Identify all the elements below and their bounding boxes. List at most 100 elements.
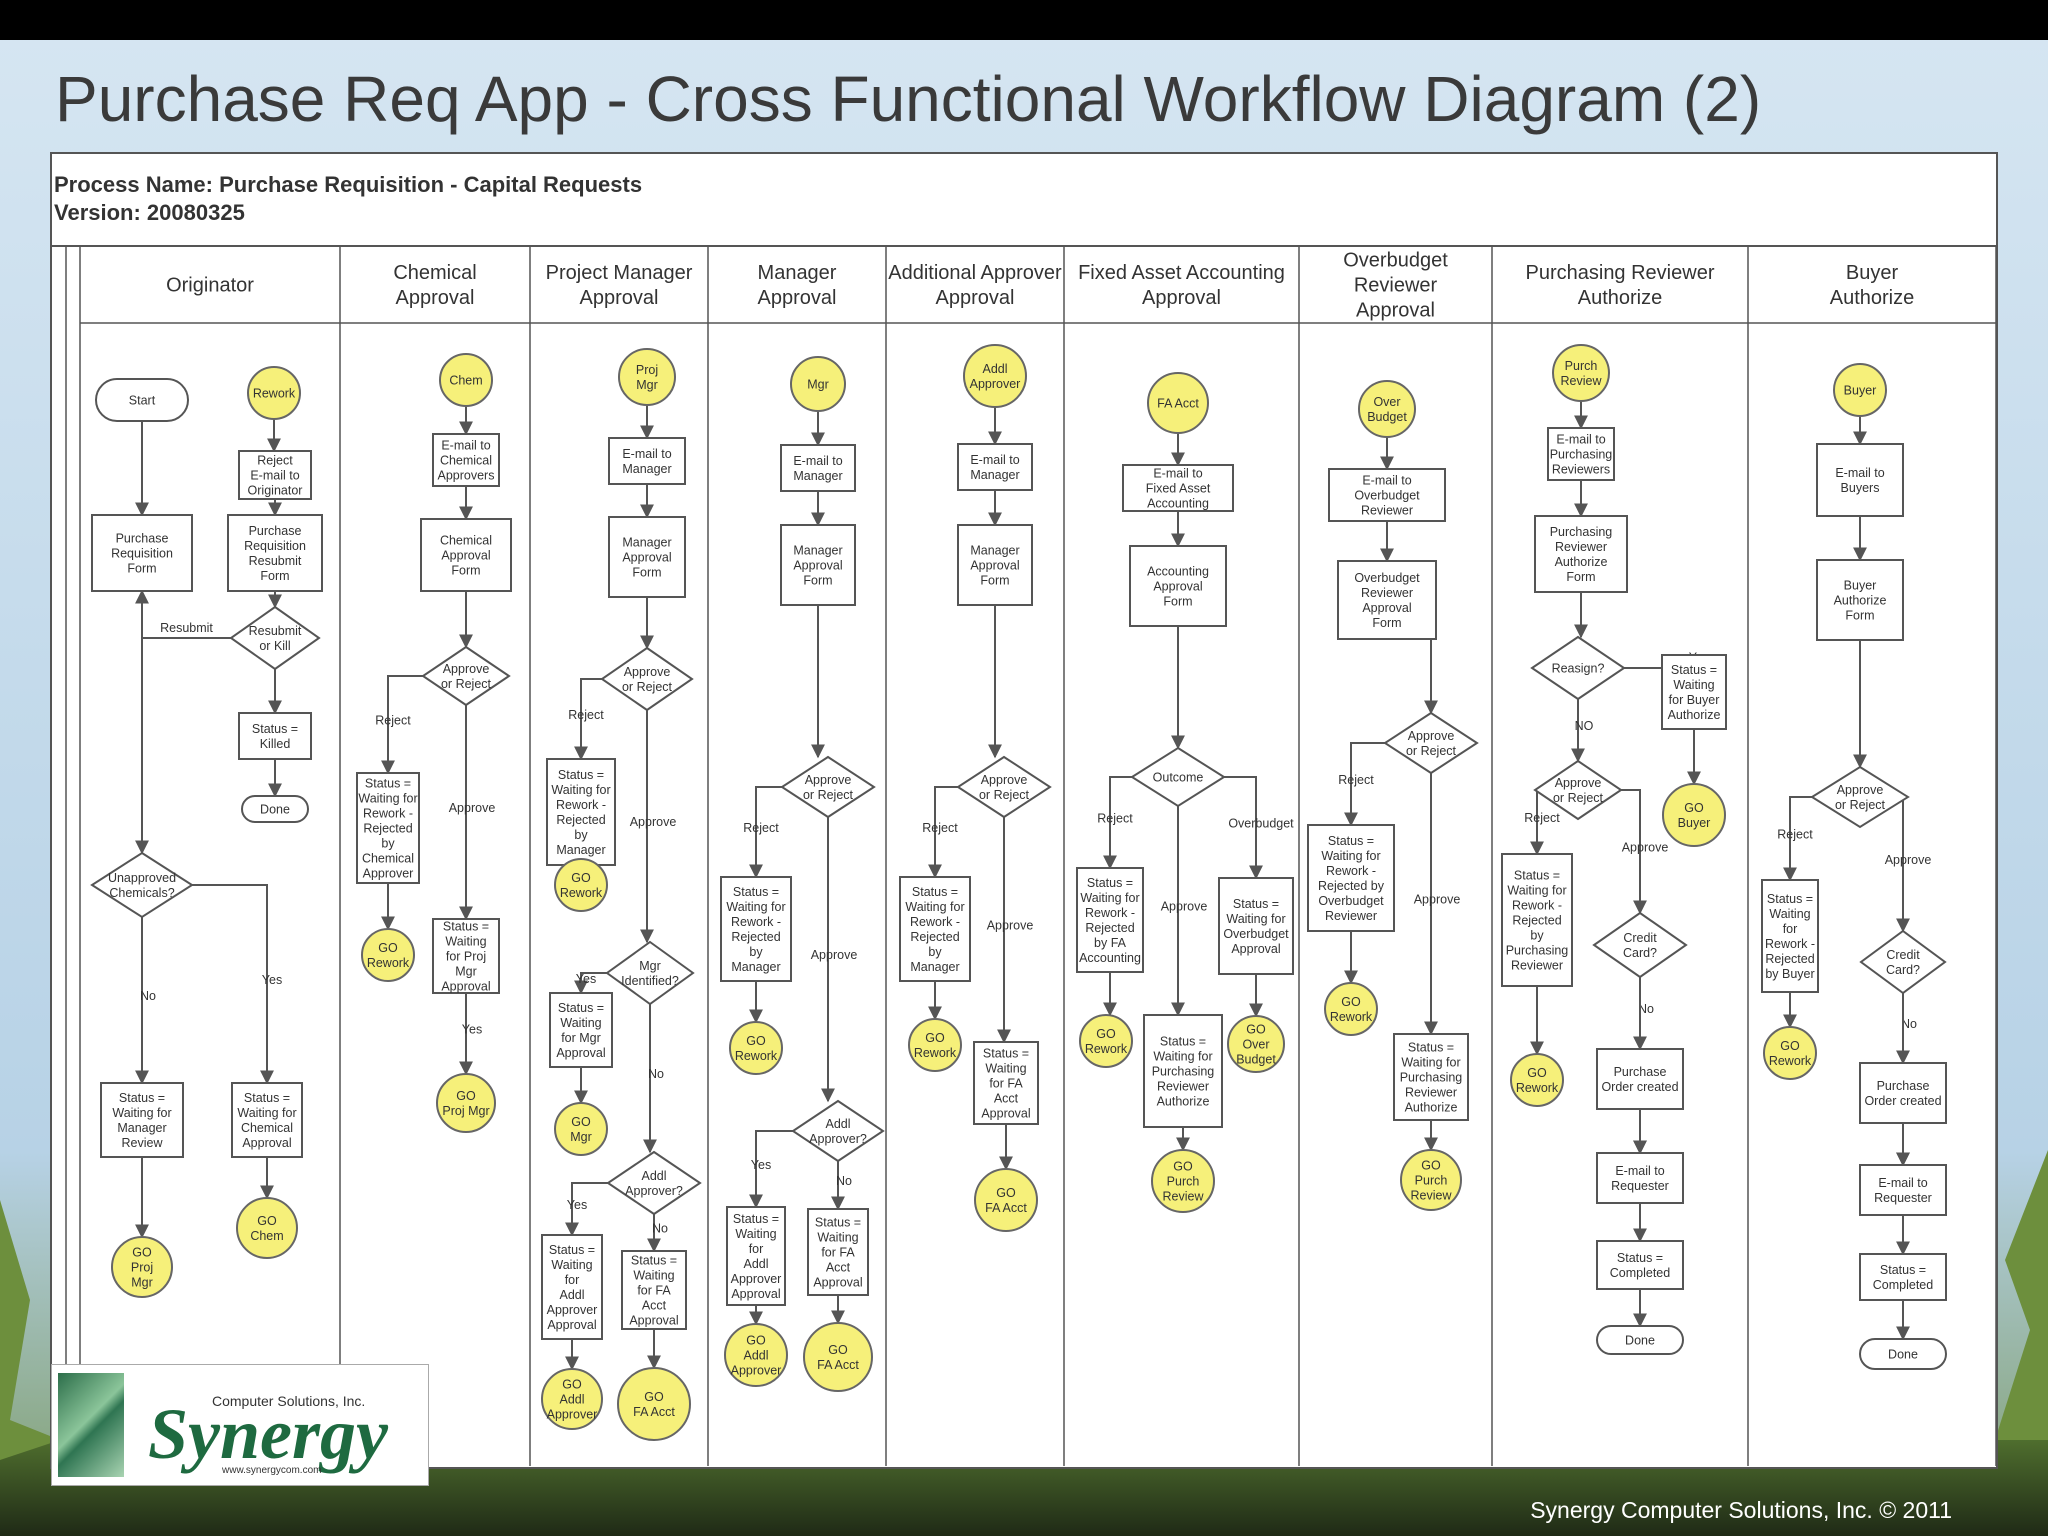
connector-circle [361, 928, 415, 982]
decision-diamond [791, 1099, 885, 1163]
connector-circle [1400, 1149, 1462, 1211]
connector-circle [617, 1367, 691, 1441]
process-box [356, 772, 420, 884]
connector-circle [1510, 1053, 1564, 1107]
arrow-label: Approve [630, 815, 677, 829]
connector-circle [618, 348, 676, 406]
decision-diamond [90, 851, 194, 919]
connector-circle [729, 1021, 783, 1075]
node-label: Chem [449, 374, 482, 388]
connector-circle [111, 1236, 173, 1298]
connector-circle [1151, 1149, 1215, 1213]
arrow-label: Reject [568, 708, 604, 722]
arrow-label: Resubmit [160, 621, 213, 635]
process-box [973, 1041, 1039, 1125]
logo-wordmark: Synergy [148, 1394, 388, 1474]
decision-diamond [1592, 911, 1688, 979]
connector-circle [247, 366, 301, 420]
flow-arrow [1783, 796, 1812, 882]
process-box [1501, 853, 1573, 987]
connector-circle [554, 1102, 608, 1156]
flow-node-terminal: Done [1859, 1338, 1947, 1370]
arrow-label: Approve [1161, 900, 1208, 914]
decision-diamond [956, 755, 1052, 819]
process-box [549, 992, 613, 1068]
decision-diamond [606, 1150, 702, 1216]
process-box [1859, 1164, 1947, 1216]
process-box [1859, 1062, 1947, 1124]
arrow-label: Approve [1414, 893, 1461, 907]
process-box [1761, 879, 1819, 993]
node-label: Mgr [807, 378, 829, 392]
arrow-label: Yes [576, 972, 596, 986]
connector-circle [541, 1368, 603, 1430]
process-box [1661, 654, 1727, 730]
arrow-label: No [836, 1174, 852, 1188]
process-box [100, 1082, 184, 1158]
process-box [1534, 515, 1628, 593]
flow-node-process: Status =Killed [238, 712, 312, 760]
process-box [420, 518, 512, 592]
arrow-label: Approve [1622, 841, 1669, 855]
process-box [1218, 877, 1294, 975]
process-box [1129, 545, 1227, 627]
arrow-label: Reject [922, 821, 958, 835]
version: Version: 20080325 [54, 200, 245, 225]
process-box [1859, 1253, 1947, 1301]
node-label: Status =Completed [1873, 1263, 1933, 1292]
connector-circle [554, 858, 608, 912]
